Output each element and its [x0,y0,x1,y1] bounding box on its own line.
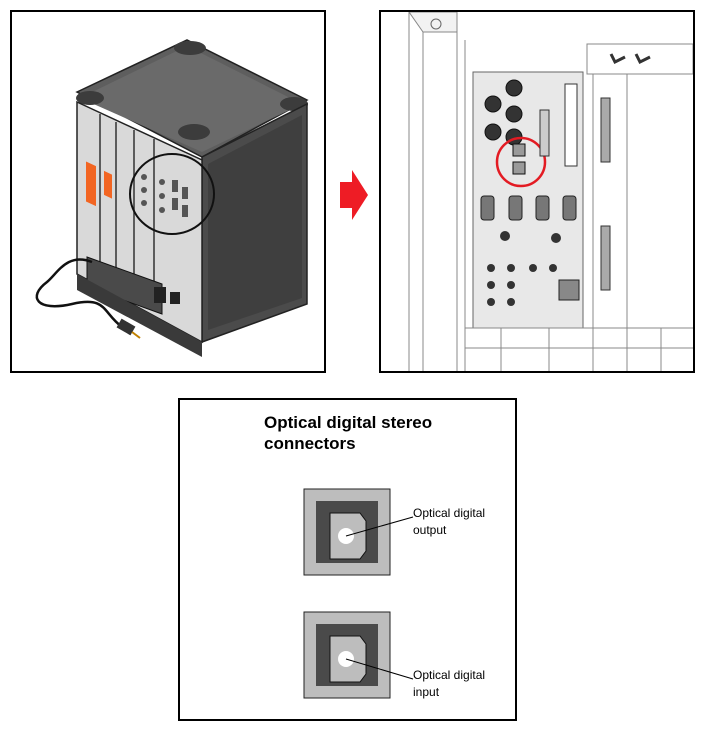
io-panel-icon [381,12,693,371]
optical-input-connector [303,611,414,699]
right-arrow-icon [340,170,368,220]
optical-output-connector [303,488,414,576]
server-tower-icon [35,39,309,357]
power-cord-icon [35,258,123,328]
optical-connectors-legend: Optical digital stereo connectors Optica… [178,398,517,721]
legend-title: Optical digital stereo connectors [264,413,433,453]
optical-input-label: Optical digital input [413,668,486,699]
server-illustration-panel [10,10,326,373]
optical-output-label: Optical digital output [413,506,486,537]
optical-connector-icon [303,488,414,699]
io-panel-closeup [379,10,695,373]
